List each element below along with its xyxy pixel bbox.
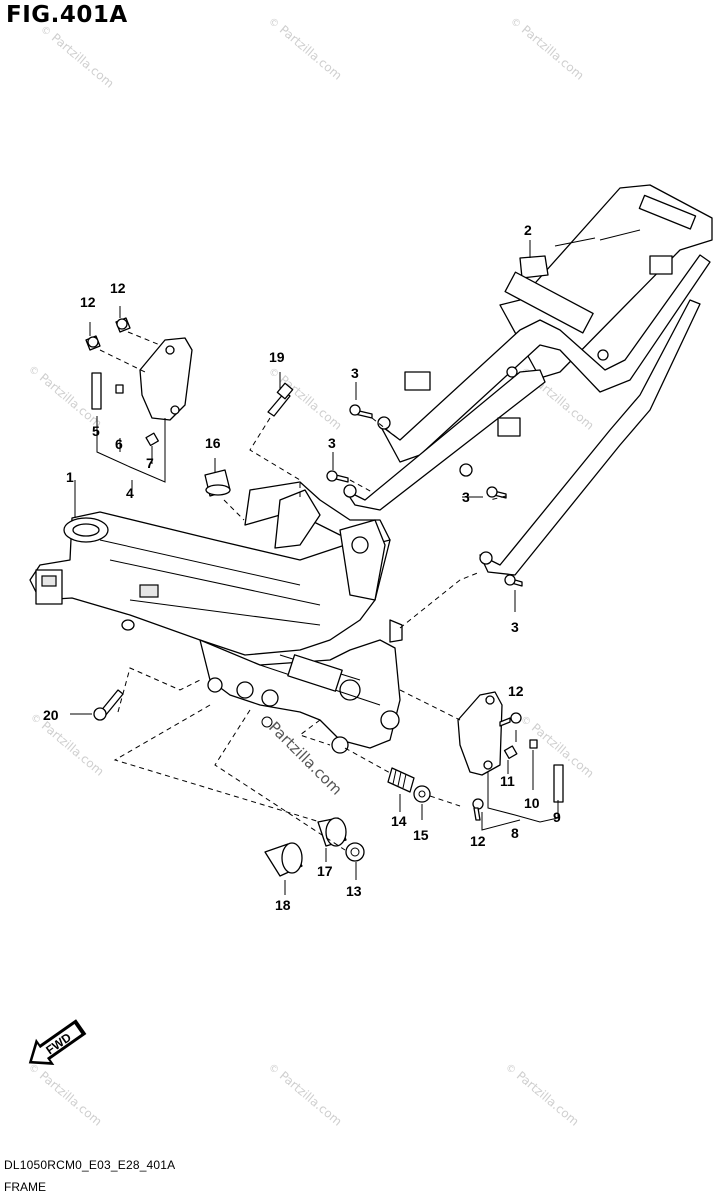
watermark-text: Partzilla.com <box>514 1069 582 1129</box>
callouts: 1 2 3 3 3 3 4 5 6 7 8 9 10 11 12 12 12 1… <box>43 222 561 913</box>
callout-14: 14 <box>391 813 407 829</box>
watermark-copyright: © <box>26 1062 41 1077</box>
watermark-copyright: © <box>266 16 281 31</box>
callout-3b: 3 <box>328 435 336 451</box>
callout-3a: 3 <box>351 365 359 381</box>
callout-1: 1 <box>66 469 74 485</box>
callout-7: 7 <box>146 455 154 471</box>
callout-12b: 12 <box>110 280 126 296</box>
watermark-copyright: © <box>38 24 53 39</box>
callout-3c: 3 <box>462 489 470 505</box>
main-frame <box>29 481 403 754</box>
callout-6: 6 <box>115 436 123 452</box>
callout-12a: 12 <box>80 294 96 310</box>
watermark-copyright: © <box>28 712 43 727</box>
hardware <box>85 317 523 877</box>
callout-16: 16 <box>205 435 221 451</box>
rear-subframe <box>343 184 713 576</box>
watermark-copyright: © <box>503 1062 518 1077</box>
callout-13: 13 <box>346 883 362 899</box>
callout-11: 11 <box>500 773 515 789</box>
diagram-name: FRAME <box>4 1180 46 1194</box>
figure-title: FIG.401A <box>6 2 128 28</box>
callout-12c: 12 <box>508 683 524 699</box>
watermark-text: Partzilla.com <box>277 23 345 83</box>
callout-2: 2 <box>524 222 532 238</box>
bracket-right <box>457 691 564 803</box>
watermark-text: Partzilla.com <box>519 23 587 83</box>
callout-20: 20 <box>43 707 59 723</box>
watermark-text: Partzilla.com <box>37 1069 105 1129</box>
watermark-text: Partzilla.com <box>49 31 117 91</box>
watermark-copyright: © <box>508 16 523 31</box>
leader-lines <box>70 240 559 895</box>
callout-5: 5 <box>92 423 100 439</box>
watermark-text: Partzilla.com <box>277 1069 345 1129</box>
watermark-text: Partzilla.com <box>39 719 107 779</box>
watermark-text: Partzilla.com <box>277 373 345 433</box>
callout-9: 9 <box>553 809 561 825</box>
callout-18: 18 <box>275 897 291 913</box>
callout-17: 17 <box>317 863 333 879</box>
watermark-copyright: © <box>26 364 41 379</box>
diagram-code: DL1050RCM0_E03_E28_401A <box>4 1158 176 1172</box>
bracket-left <box>91 337 193 447</box>
callout-8: 8 <box>511 825 519 841</box>
callout-15: 15 <box>413 827 429 843</box>
callout-4: 4 <box>126 485 134 501</box>
watermark-copyright: © <box>266 1062 281 1077</box>
callout-19: 19 <box>269 349 285 365</box>
watermark-copyright: © <box>266 366 281 381</box>
callout-10: 10 <box>524 795 540 811</box>
fwd-arrow-icon: FWD <box>28 1019 87 1065</box>
callout-3d: 3 <box>511 619 519 635</box>
callout-12d: 12 <box>470 833 486 849</box>
